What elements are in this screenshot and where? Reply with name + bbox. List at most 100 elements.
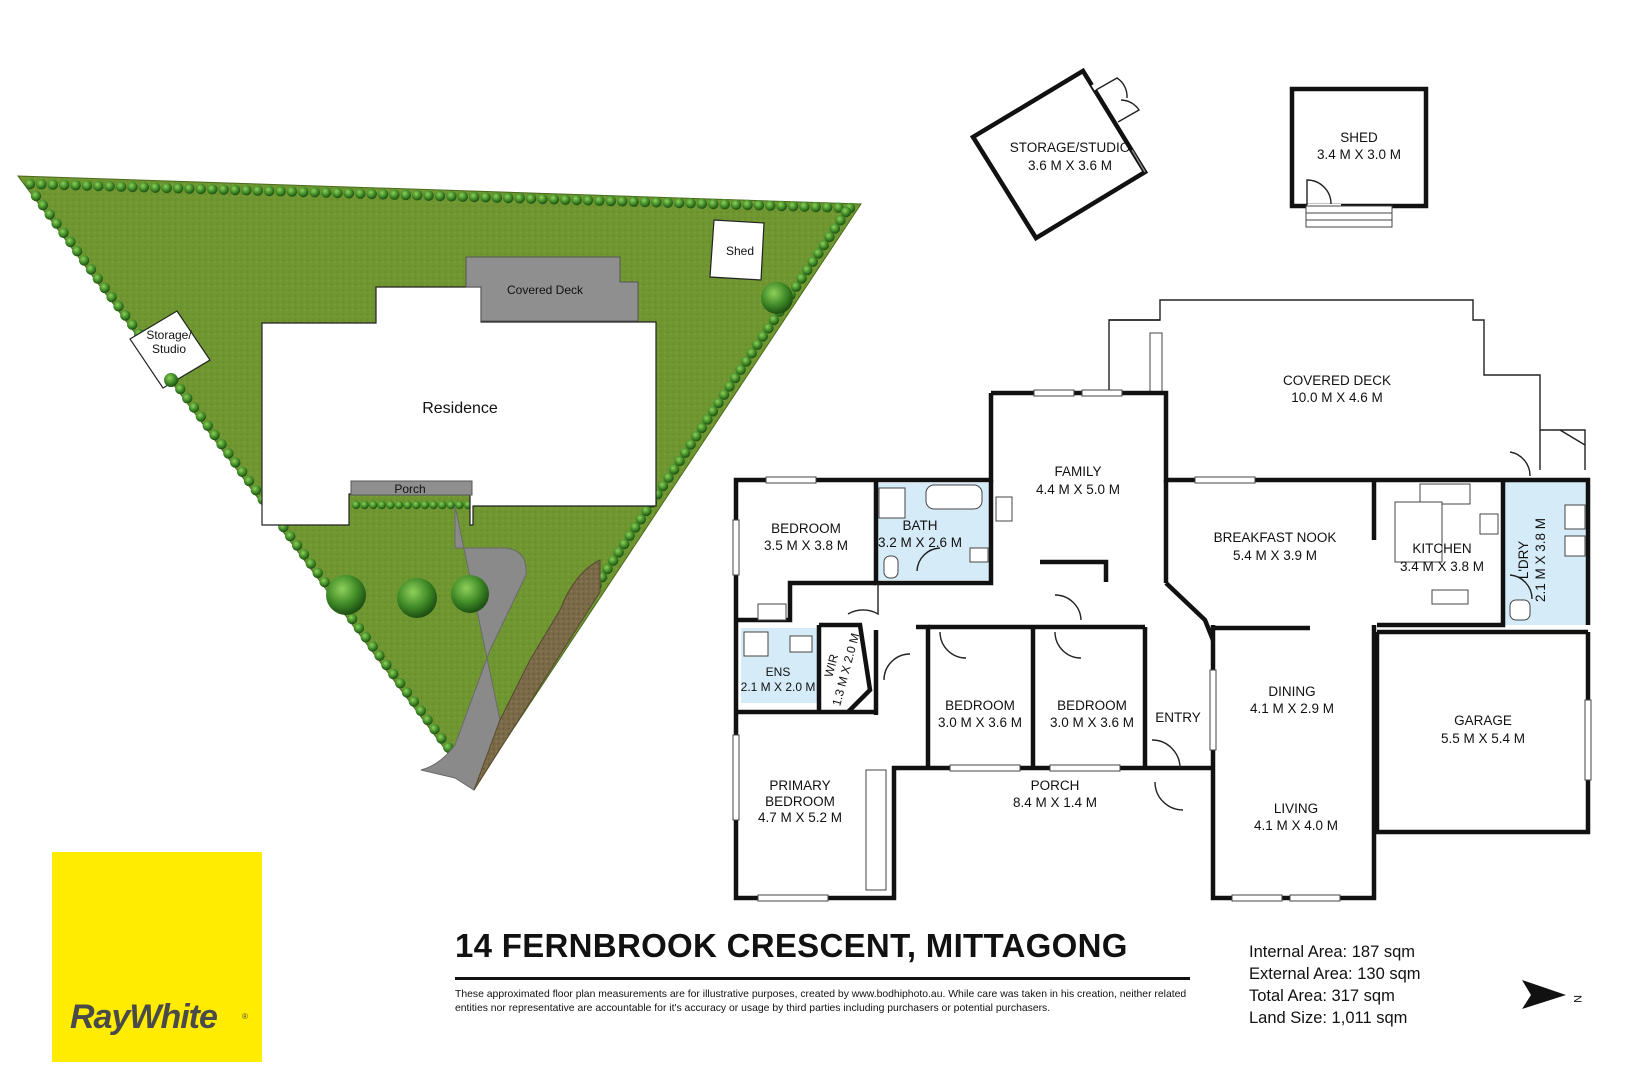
hedge-shrub <box>65 236 76 248</box>
raywhite-trademark: ® <box>242 1012 248 1021</box>
hedge-shrub <box>674 455 685 467</box>
hedge-shrub <box>480 192 491 203</box>
hedge-shrub <box>537 193 548 205</box>
hedge-shrub <box>243 475 255 487</box>
site-storage-label-1: Storage/ <box>146 328 192 342</box>
hedge-shrub <box>680 447 691 458</box>
hedge-shrub <box>434 190 446 202</box>
disclaimer-text: These approximated floor plan measuremen… <box>455 989 1187 1014</box>
bedroom-c2-name: BEDROOM <box>1057 698 1127 713</box>
site-plan: Covered Deck Porch Residence Shed Storag… <box>16 175 862 791</box>
hedge-shrub <box>195 411 207 422</box>
hedge-shrub <box>389 189 400 200</box>
tree <box>761 282 793 314</box>
hedge-shrub <box>377 500 386 510</box>
tree <box>397 578 437 618</box>
hedge-shrub <box>285 531 296 542</box>
hedge-shrub <box>241 185 252 196</box>
hedge-shrub <box>298 549 310 560</box>
hedge-shrub <box>218 184 229 195</box>
hedge-shrub <box>617 196 628 207</box>
hedge-shrub <box>560 194 571 205</box>
hedge-shrub <box>763 323 774 334</box>
hedge-shrub <box>343 188 355 199</box>
hedge-shrub <box>707 406 719 417</box>
living-dims: 4.1 M X 4.0 M <box>1254 818 1338 833</box>
laundry-dims: 2.1 M X 3.8 M <box>1533 518 1548 602</box>
primary-bedroom-name-2: BEDROOM <box>765 794 835 809</box>
hedge-shrub <box>188 402 200 413</box>
residence-footprint <box>261 286 657 526</box>
hedge-shrub <box>309 187 320 198</box>
hedge-shrub <box>99 282 110 294</box>
hedge-shrub <box>291 540 303 551</box>
hedge-shrub <box>24 178 36 190</box>
property-address: 14 FERNBROOK CRESCENT, MITTAGONG <box>455 927 1128 964</box>
hedge-shrub <box>602 563 613 575</box>
hedge-shrub <box>757 331 768 342</box>
hedge-shrub <box>651 197 662 208</box>
hedge-shrub <box>423 190 434 201</box>
breakfast-nook-dims: 5.4 M X 3.9 M <box>1233 548 1317 563</box>
hedge-shrub <box>639 196 651 208</box>
hedge-shrub <box>360 500 369 510</box>
hedge-shrub <box>161 182 172 194</box>
hedge-shrub <box>446 191 457 202</box>
hedge-shrub <box>696 198 708 209</box>
tree <box>164 373 178 387</box>
hedge-shrub <box>657 480 669 492</box>
hedge-shrub <box>630 522 641 533</box>
site-covered-deck <box>465 256 639 322</box>
hedge-shrub <box>619 538 630 550</box>
kitchen-name: KITCHEN <box>1412 541 1471 556</box>
site-shed-label: Shed <box>726 244 754 258</box>
hedge-shrub <box>807 256 818 267</box>
hedge-shrub <box>366 188 377 200</box>
shed-plan: SHED 3.4 M X 3.0 M <box>1289 86 1429 228</box>
site-porch <box>350 480 473 496</box>
garden-bed <box>473 559 601 791</box>
hedge-shrub <box>355 188 366 199</box>
hedge-shrub <box>115 181 127 192</box>
hedge-shrub <box>275 186 286 197</box>
hedge-shrub <box>635 514 646 525</box>
hedge-shrub <box>446 500 455 510</box>
hedge-shrub <box>491 192 503 203</box>
external-area: External Area: 130 sqm <box>1249 965 1421 983</box>
hedge-shrub <box>182 393 193 404</box>
hedge-shrub <box>85 264 97 275</box>
ens-name: ENS <box>766 665 791 679</box>
hedge-shrub <box>685 439 696 450</box>
covered-deck-dims: 10.0 M X 4.6 M <box>1291 390 1383 405</box>
hedge-shrub <box>818 240 829 251</box>
bath-name: BATH <box>902 518 937 533</box>
hedge-shrub <box>752 339 763 350</box>
hedge-shrub <box>353 622 365 634</box>
land-size: Land Size: 1,011 sqm <box>1249 1009 1408 1027</box>
hedge-shrub <box>286 186 298 197</box>
site-storage-label-2: Studio <box>152 342 186 356</box>
family-name: FAMILY <box>1054 464 1101 479</box>
hedge-shrub <box>346 613 358 625</box>
hedge-shrub <box>395 678 406 689</box>
hedge-shrub <box>312 567 323 579</box>
hedge-shrub <box>810 201 821 213</box>
hedge-shrub <box>790 281 802 292</box>
hedge-shrub <box>696 422 707 434</box>
hedge-shrub <box>840 206 852 218</box>
hedge-shrub <box>802 264 813 276</box>
bedroom-c1-name: BEDROOM <box>945 698 1015 713</box>
hedge-shrub <box>548 194 560 205</box>
hedge-shrub <box>768 314 780 326</box>
hedge-shrub <box>469 191 480 203</box>
hedge-shrub <box>386 500 395 510</box>
hedge-shrub <box>799 201 810 212</box>
hedge-shrub <box>223 448 234 459</box>
entry-name: ENTRY <box>1155 710 1201 725</box>
hedge-shrub <box>332 187 343 199</box>
hedge-shrub <box>403 500 412 510</box>
primary-bedroom-dims: 4.7 M X 5.2 M <box>758 810 842 825</box>
hedge-shrub <box>127 319 138 330</box>
hedge-shrub <box>351 500 361 510</box>
